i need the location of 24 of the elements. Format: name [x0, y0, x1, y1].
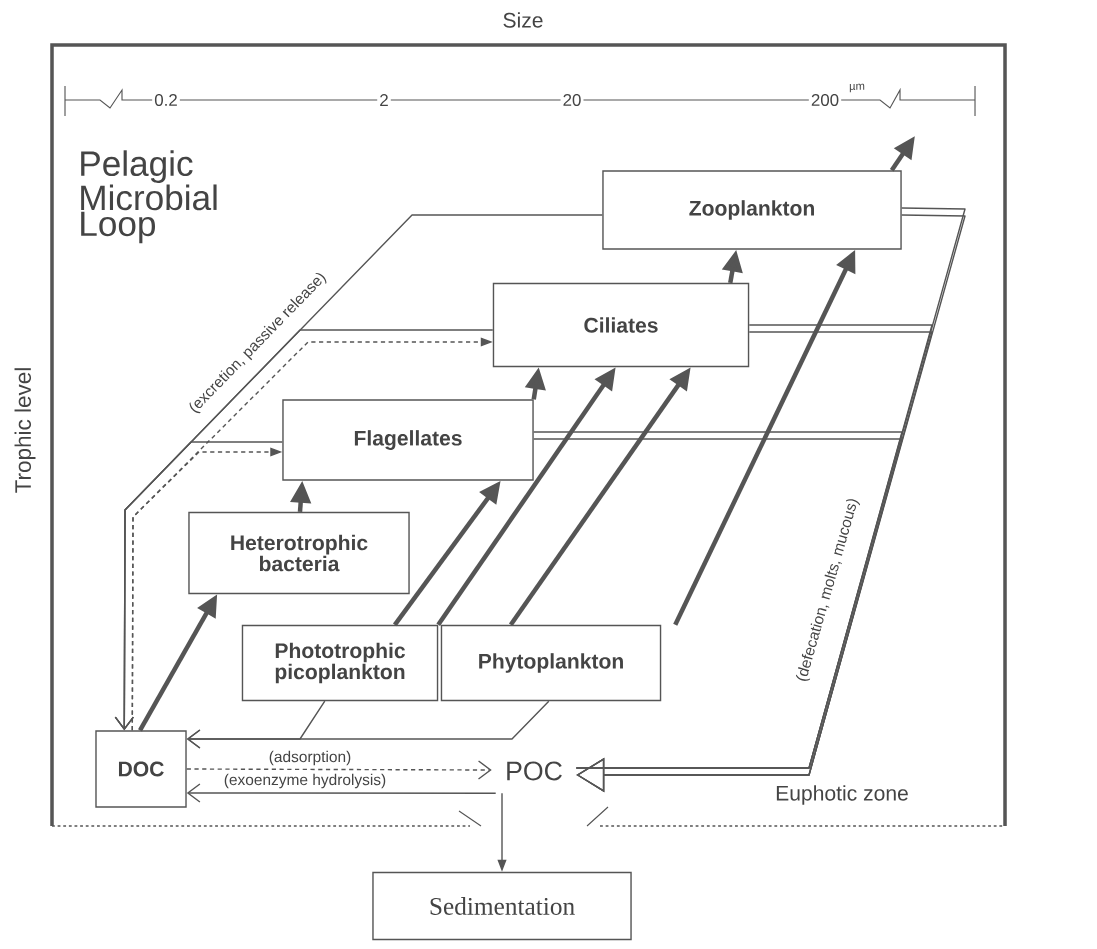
zone-label: Euphotic zone: [773, 783, 911, 807]
compartment-box: Phytoplankton: [440, 624, 662, 702]
compartment-box: Zooplankton: [602, 170, 902, 250]
axis-label: Size: [500, 10, 546, 30]
scale-value: 200: [808, 91, 842, 109]
arrow: [186, 700, 550, 749]
process-box: Sedimentation: [372, 871, 632, 941]
unit-label: µm: [846, 81, 868, 95]
title: Pelagic Microbial Loop: [81, 150, 217, 244]
edge-label: (adsorption): [267, 749, 353, 767]
scale-value: 2: [377, 92, 391, 108]
compartment-box: Heterotrophic bacteria: [188, 511, 410, 595]
compartment-box: Ciliates: [492, 282, 750, 368]
edge-label: (exoenzyme hydrolysis): [222, 772, 388, 790]
arrow: [533, 431, 903, 793]
axis-label: Trophic level: [12, 364, 38, 496]
pool-label: POC: [507, 761, 562, 781]
compartment-box: Phototrophic picoplankton: [241, 624, 439, 702]
scale-value: 20: [560, 91, 584, 109]
arrow: [186, 760, 492, 780]
compartment-box: Flagellates: [282, 399, 534, 481]
compartment-box: DOC: [95, 730, 187, 808]
scale-value: 0.2: [152, 91, 180, 109]
arrow: [186, 783, 497, 803]
